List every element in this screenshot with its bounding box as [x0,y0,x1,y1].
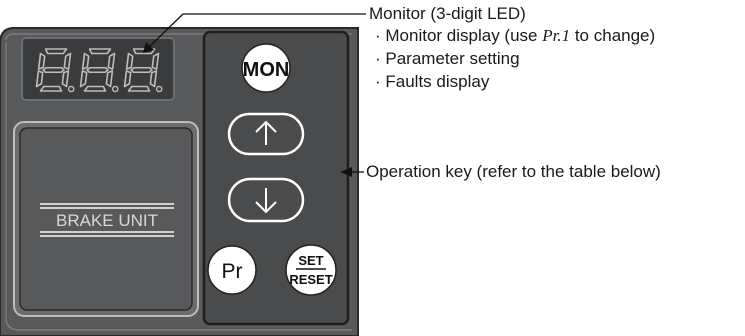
up-button[interactable] [227,112,305,156]
led-segment [79,70,88,88]
led-segment [149,70,158,88]
led-segment [83,85,107,92]
operation-key-leader-line [340,167,364,177]
set-label: SET [298,253,323,268]
led-segment [37,52,46,70]
operation-key-callout: Operation key (refer to the table below) [366,162,661,181]
mon-button[interactable]: MON [241,43,291,93]
brake-unit-plate: BRAKE UNIT [13,121,199,317]
led-decimal-point [111,85,119,93]
down-button[interactable] [227,177,305,223]
monitor-item-display: · Monitor display (use Pr.1 to change) [375,26,655,46]
pr-button[interactable]: Pr [207,245,257,295]
monitor-item-display-suffix: to change) [570,26,656,45]
monitor-item-parameter: · Parameter setting [375,49,520,68]
down-arrow-icon [255,188,277,214]
led-digits [35,48,163,93]
mon-button-label: MON [243,59,290,81]
monitor-item-faults: · Faults display [375,72,490,91]
led-segment [127,85,151,92]
set-reset-button[interactable]: SET RESET [285,244,337,296]
led-segment [123,70,132,88]
led-segment [39,85,63,92]
monitor-item-display-param: Pr.1 [542,26,571,45]
monitor-item-display-prefix: · Monitor display (use [375,26,543,45]
led-segment [151,52,160,70]
led-segment [42,66,65,74]
led-segment [61,70,70,88]
led-segment [81,52,90,70]
led-segment [44,48,68,55]
led-decimal-point [67,85,75,93]
led-segment [88,48,112,55]
led-segment [130,66,153,74]
pr-button-label: Pr [222,260,243,283]
monitor-callout-title: Monitor (3-digit LED) [369,4,526,23]
up-arrow-icon [255,120,277,145]
led-segment [35,70,44,88]
led-segment [86,66,109,74]
led-segment [125,52,134,70]
reset-label: RESET [289,272,332,287]
monitor-leader-line [143,13,366,53]
led-segment [63,52,72,70]
led-segment [107,52,116,70]
led-segment [105,70,114,88]
led-display [21,37,175,101]
brake-unit-label: BRAKE UNIT [56,211,158,230]
led-decimal-point [155,85,163,93]
